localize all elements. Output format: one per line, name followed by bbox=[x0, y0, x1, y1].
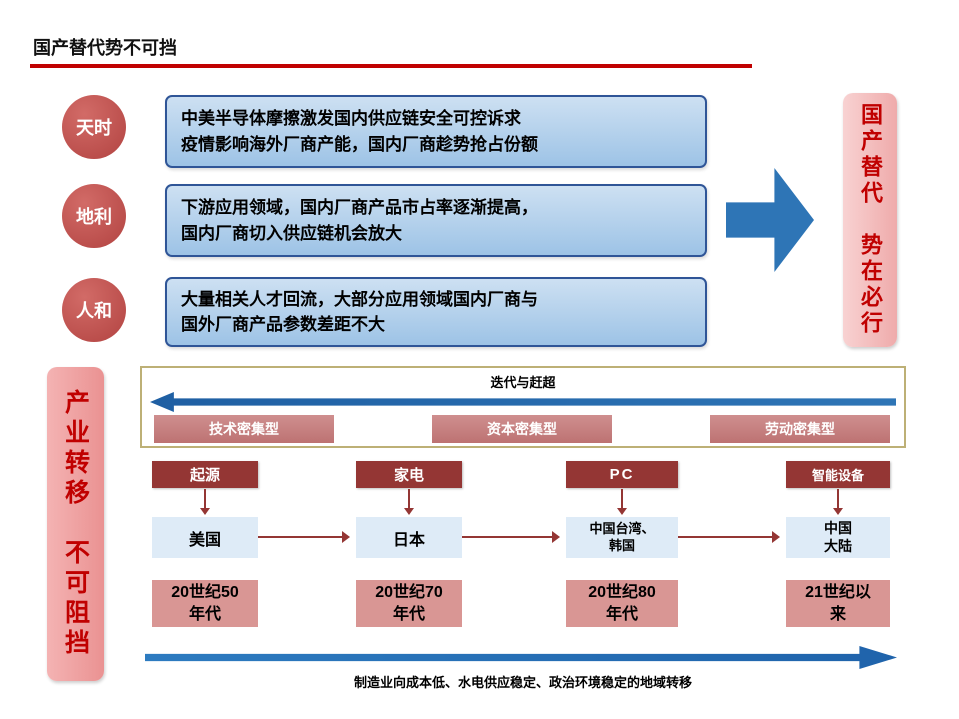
flow-arrow-icon bbox=[462, 531, 560, 543]
down-arrow-icon bbox=[833, 489, 843, 515]
factor-text-line: 国外厂商产品参数差距不大 bbox=[181, 315, 385, 334]
region-line: 美国 bbox=[188, 531, 221, 549]
iteration-box: 迭代与赶超 技术密集型 资本密集型 劳动密集型 bbox=[140, 366, 906, 448]
category-tech-intensive: 技术密集型 bbox=[154, 415, 334, 443]
iteration-label: 迭代与赶超 bbox=[490, 375, 556, 390]
stage-header-appliance: 家电 bbox=[356, 461, 462, 488]
stage-header-smart-devices: 智能设备 bbox=[786, 461, 890, 488]
factor-badge-tianshi: 天时 bbox=[62, 95, 126, 159]
period-line: 来 bbox=[829, 605, 846, 623]
period-box-1980s: 20世纪80 年代 bbox=[566, 580, 678, 627]
right-arrow-icon bbox=[726, 168, 814, 272]
left-arrow-icon bbox=[150, 392, 896, 412]
down-arrow-icon bbox=[617, 489, 627, 515]
factor-text-line: 下游应用领域，国内厂商产品市占率逐渐提高， bbox=[181, 198, 538, 217]
period-line: 20世纪70 bbox=[375, 583, 443, 601]
period-line: 20世纪80 bbox=[588, 583, 656, 601]
period-line: 年代 bbox=[605, 605, 638, 623]
region-box-japan: 日本 bbox=[356, 517, 462, 558]
bottom-caption: 制造业向成本低、水电供应稳定、政治环境稳定的地域转移 bbox=[353, 675, 692, 690]
category-capital-intensive: 资本密集型 bbox=[432, 415, 612, 443]
flow-arrow-icon bbox=[678, 531, 780, 543]
region-box-usa: 美国 bbox=[152, 517, 258, 558]
factor-text-line: 中美半导体摩擦激发国内供应链安全可控诉求 bbox=[181, 109, 521, 128]
conclusion-banner: 国产替代 势在必行 bbox=[843, 93, 897, 347]
period-box-1950s: 20世纪50 年代 bbox=[152, 580, 258, 627]
stage-header-pc: PC bbox=[566, 461, 678, 488]
period-box-1970s: 20世纪70 年代 bbox=[356, 580, 462, 627]
period-line: 20世纪50 bbox=[171, 583, 239, 601]
period-line: 21世纪以 bbox=[805, 583, 871, 601]
factor-text-line: 疫情影响海外厂商产能，国内厂商趁势抢占份额 bbox=[181, 134, 538, 154]
industry-transfer-banner: 产业转移 不可阻挡 bbox=[47, 367, 104, 681]
period-box-21st-century: 21世纪以 来 bbox=[786, 580, 890, 627]
industry-transfer-banner-text: 产业转移 不可阻挡 bbox=[61, 389, 90, 659]
title-underline bbox=[30, 64, 752, 68]
region-line: 韩国 bbox=[608, 537, 635, 553]
region-box-taiwan-korea: 中国台湾、 韩国 bbox=[566, 517, 678, 558]
conclusion-banner-text: 国产替代 势在必行 bbox=[858, 103, 883, 337]
factor-text-line: 大量相关人才回流，大部分应用领域国内厂商与 bbox=[181, 289, 538, 309]
stage-header-origin: 起源 bbox=[152, 461, 258, 488]
category-labor-intensive: 劳动密集型 bbox=[710, 415, 890, 443]
region-line: 中国 bbox=[824, 520, 852, 536]
bottom-arrow-icon bbox=[145, 646, 897, 669]
factor-badge-renhe: 人和 bbox=[62, 278, 126, 342]
region-line: 中国台湾、 bbox=[589, 520, 655, 536]
factor-badge-dili: 地利 bbox=[62, 184, 126, 248]
page-title: 国产替代势不可挡 bbox=[33, 38, 177, 58]
down-arrow-icon bbox=[404, 489, 414, 515]
period-line: 年代 bbox=[392, 605, 425, 623]
region-box-mainland-china: 中国 大陆 bbox=[786, 517, 890, 558]
factor-text-box-3: 大量相关人才回流，大部分应用领域国内厂商与 国外厂商产品参数差距不大 bbox=[165, 277, 707, 347]
region-line: 大陆 bbox=[824, 537, 852, 554]
region-line: 日本 bbox=[392, 531, 425, 549]
flow-arrow-icon bbox=[258, 531, 350, 543]
factor-text-box-2: 下游应用领域，国内厂商产品市占率逐渐提高， 国内厂商切入供应链机会放大 bbox=[165, 184, 707, 257]
factor-text-box-1: 中美半导体摩擦激发国内供应链安全可控诉求 疫情影响海外厂商产能，国内厂商趁势抢占… bbox=[165, 95, 707, 168]
down-arrow-icon bbox=[200, 489, 210, 515]
factor-text-line: 国内厂商切入供应链机会放大 bbox=[181, 223, 402, 243]
period-line: 年代 bbox=[188, 605, 221, 623]
